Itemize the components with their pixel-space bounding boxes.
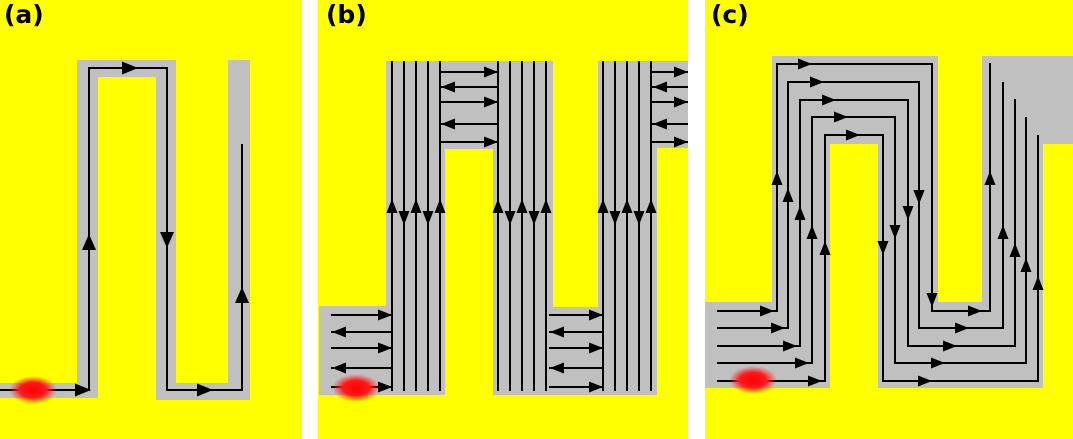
arrow-d-icon — [609, 211, 621, 225]
channel-segment — [228, 60, 250, 400]
arrow-r-icon — [378, 342, 392, 354]
arrow-d-icon — [422, 211, 434, 225]
arrow-r-icon — [589, 342, 603, 354]
arrow-u-icon — [410, 199, 422, 213]
arrow-u-icon — [1020, 258, 1032, 272]
flow-line — [717, 81, 1004, 329]
arrow-d-icon — [913, 190, 925, 204]
arrow-d-icon — [633, 211, 645, 225]
arrow-r-icon — [834, 111, 848, 123]
arrow-r-icon — [846, 129, 860, 141]
flow-line — [717, 99, 1016, 347]
arrow-r-icon — [931, 357, 945, 369]
arrow-r-icon — [674, 136, 688, 148]
arrow-r-icon — [943, 340, 957, 352]
arrow-r-icon — [795, 357, 809, 369]
arrow-l-icon — [332, 362, 346, 374]
arrow-r-icon — [484, 136, 498, 148]
arrow-u-icon — [540, 199, 552, 213]
arrow-d-icon — [877, 241, 889, 255]
arrow-r-icon — [674, 66, 688, 78]
arrow-l-icon — [441, 81, 455, 93]
channel-segment — [77, 60, 98, 398]
arrow-u-icon — [782, 188, 794, 202]
panel-c-label: (c) — [711, 0, 749, 29]
red-source-spot — [9, 376, 57, 404]
arrow-l-icon — [550, 326, 564, 338]
arrow-u-icon — [235, 287, 249, 303]
arrow-r-icon — [589, 381, 603, 393]
arrow-u-icon — [82, 234, 96, 250]
arrow-u-icon — [819, 241, 831, 255]
arrow-u-icon — [1009, 243, 1021, 257]
arrow-r-icon — [798, 58, 812, 70]
arrow-r-icon — [808, 375, 822, 387]
arrow-l-icon — [653, 81, 667, 93]
arrow-u-icon — [645, 199, 657, 213]
arrow-u-icon — [771, 171, 783, 185]
arrow-l-icon — [332, 326, 346, 338]
arrow-u-icon — [806, 225, 818, 239]
arrow-r-icon — [378, 381, 392, 393]
arrow-u-icon — [997, 225, 1009, 239]
arrow-u-icon — [516, 199, 528, 213]
arrow-d-icon — [160, 232, 174, 248]
panel-a — [0, 0, 302, 439]
arrow-l-icon — [441, 118, 455, 130]
arrow-r-icon — [484, 96, 498, 108]
arrow-r-icon — [771, 322, 785, 334]
panel-b — [318, 0, 688, 439]
arrow-d-icon — [398, 211, 410, 225]
arrow-r-icon — [75, 383, 91, 397]
channel-segment — [982, 56, 1073, 144]
panel-a-label: (a) — [4, 0, 44, 29]
arrow-r-icon — [918, 375, 932, 387]
arrow-r-icon — [197, 383, 213, 397]
arrow-d-icon — [528, 211, 540, 225]
flow-line — [717, 116, 1027, 364]
arrow-u-icon — [621, 199, 633, 213]
flow-line — [717, 63, 991, 312]
arrow-r-icon — [122, 61, 138, 75]
arrow-d-icon — [926, 293, 938, 307]
arrow-u-icon — [434, 199, 446, 213]
arrow-u-icon — [1032, 276, 1044, 290]
arrow-d-icon — [504, 211, 516, 225]
arrow-d-icon — [902, 206, 914, 220]
arrow-r-icon — [822, 94, 836, 106]
arrow-u-icon — [984, 171, 996, 185]
flow-line — [717, 134, 1039, 382]
arrow-r-icon — [955, 322, 969, 334]
arrow-r-icon — [783, 340, 797, 352]
arrow-r-icon — [760, 305, 774, 317]
arrow-l-icon — [653, 118, 667, 130]
red-source-spot — [332, 374, 380, 402]
panel-b-label: (b) — [326, 0, 367, 29]
arrow-d-icon — [889, 225, 901, 239]
arrow-r-icon — [968, 305, 982, 317]
red-source-spot — [729, 366, 777, 394]
arrow-u-icon — [386, 199, 398, 213]
panel-c — [705, 0, 1073, 439]
arrow-r-icon — [589, 309, 603, 321]
arrow-r-icon — [484, 66, 498, 78]
arrow-u-icon — [492, 199, 504, 213]
arrow-u-icon — [794, 206, 806, 220]
arrow-r-icon — [810, 76, 824, 88]
arrow-r-icon — [674, 96, 688, 108]
arrow-r-icon — [378, 309, 392, 321]
arrow-l-icon — [550, 362, 564, 374]
arrow-u-icon — [597, 199, 609, 213]
channel-segment — [652, 61, 688, 148]
